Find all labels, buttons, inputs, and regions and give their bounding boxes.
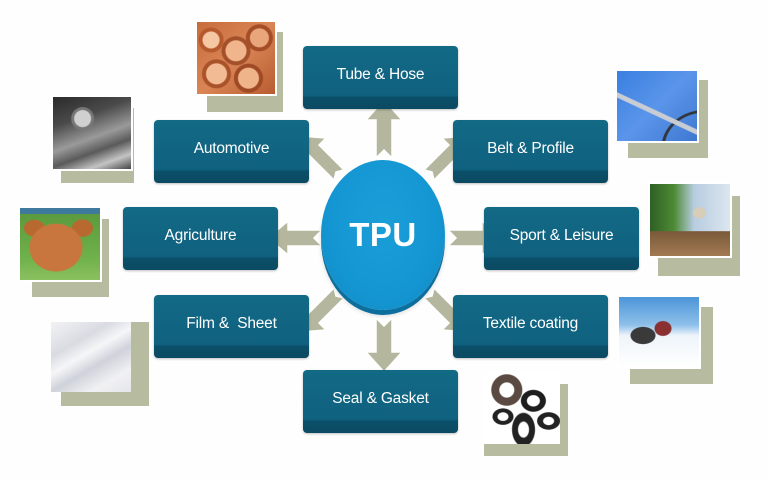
label-agriculture: Agriculture — [164, 226, 237, 244]
tpu-center-circle: TPU — [321, 160, 445, 310]
label-textile-coating: Textile coating — [482, 314, 579, 332]
label-belt-profile: Belt & Profile — [487, 139, 574, 157]
label-automotive: Automotive — [193, 139, 270, 157]
box-tube-hose: Tube & Hose — [303, 46, 458, 109]
box-automotive: Automotive — [154, 120, 309, 183]
box-textile-coating: Textile coating — [453, 295, 608, 358]
box-belt-profile: Belt & Profile — [453, 120, 608, 183]
box-seal-gasket: Seal & Gasket — [303, 370, 458, 433]
arrow-left-icon — [268, 219, 324, 257]
label-film-sheet: Film & Sheet — [186, 314, 277, 332]
box-agriculture: Agriculture — [123, 207, 278, 270]
tpu-label: TPU — [349, 216, 417, 253]
arrow-up-icon — [364, 100, 404, 160]
box-sport-leisure: Sport & Leisure — [484, 207, 639, 270]
label-tube-hose: Tube & Hose — [336, 65, 425, 83]
box-film-sheet: Film & Sheet — [154, 295, 309, 358]
label-seal-gasket: Seal & Gasket — [332, 389, 429, 407]
label-sport-leisure: Sport & Leisure — [509, 226, 614, 244]
arrow-down-icon — [364, 316, 404, 374]
